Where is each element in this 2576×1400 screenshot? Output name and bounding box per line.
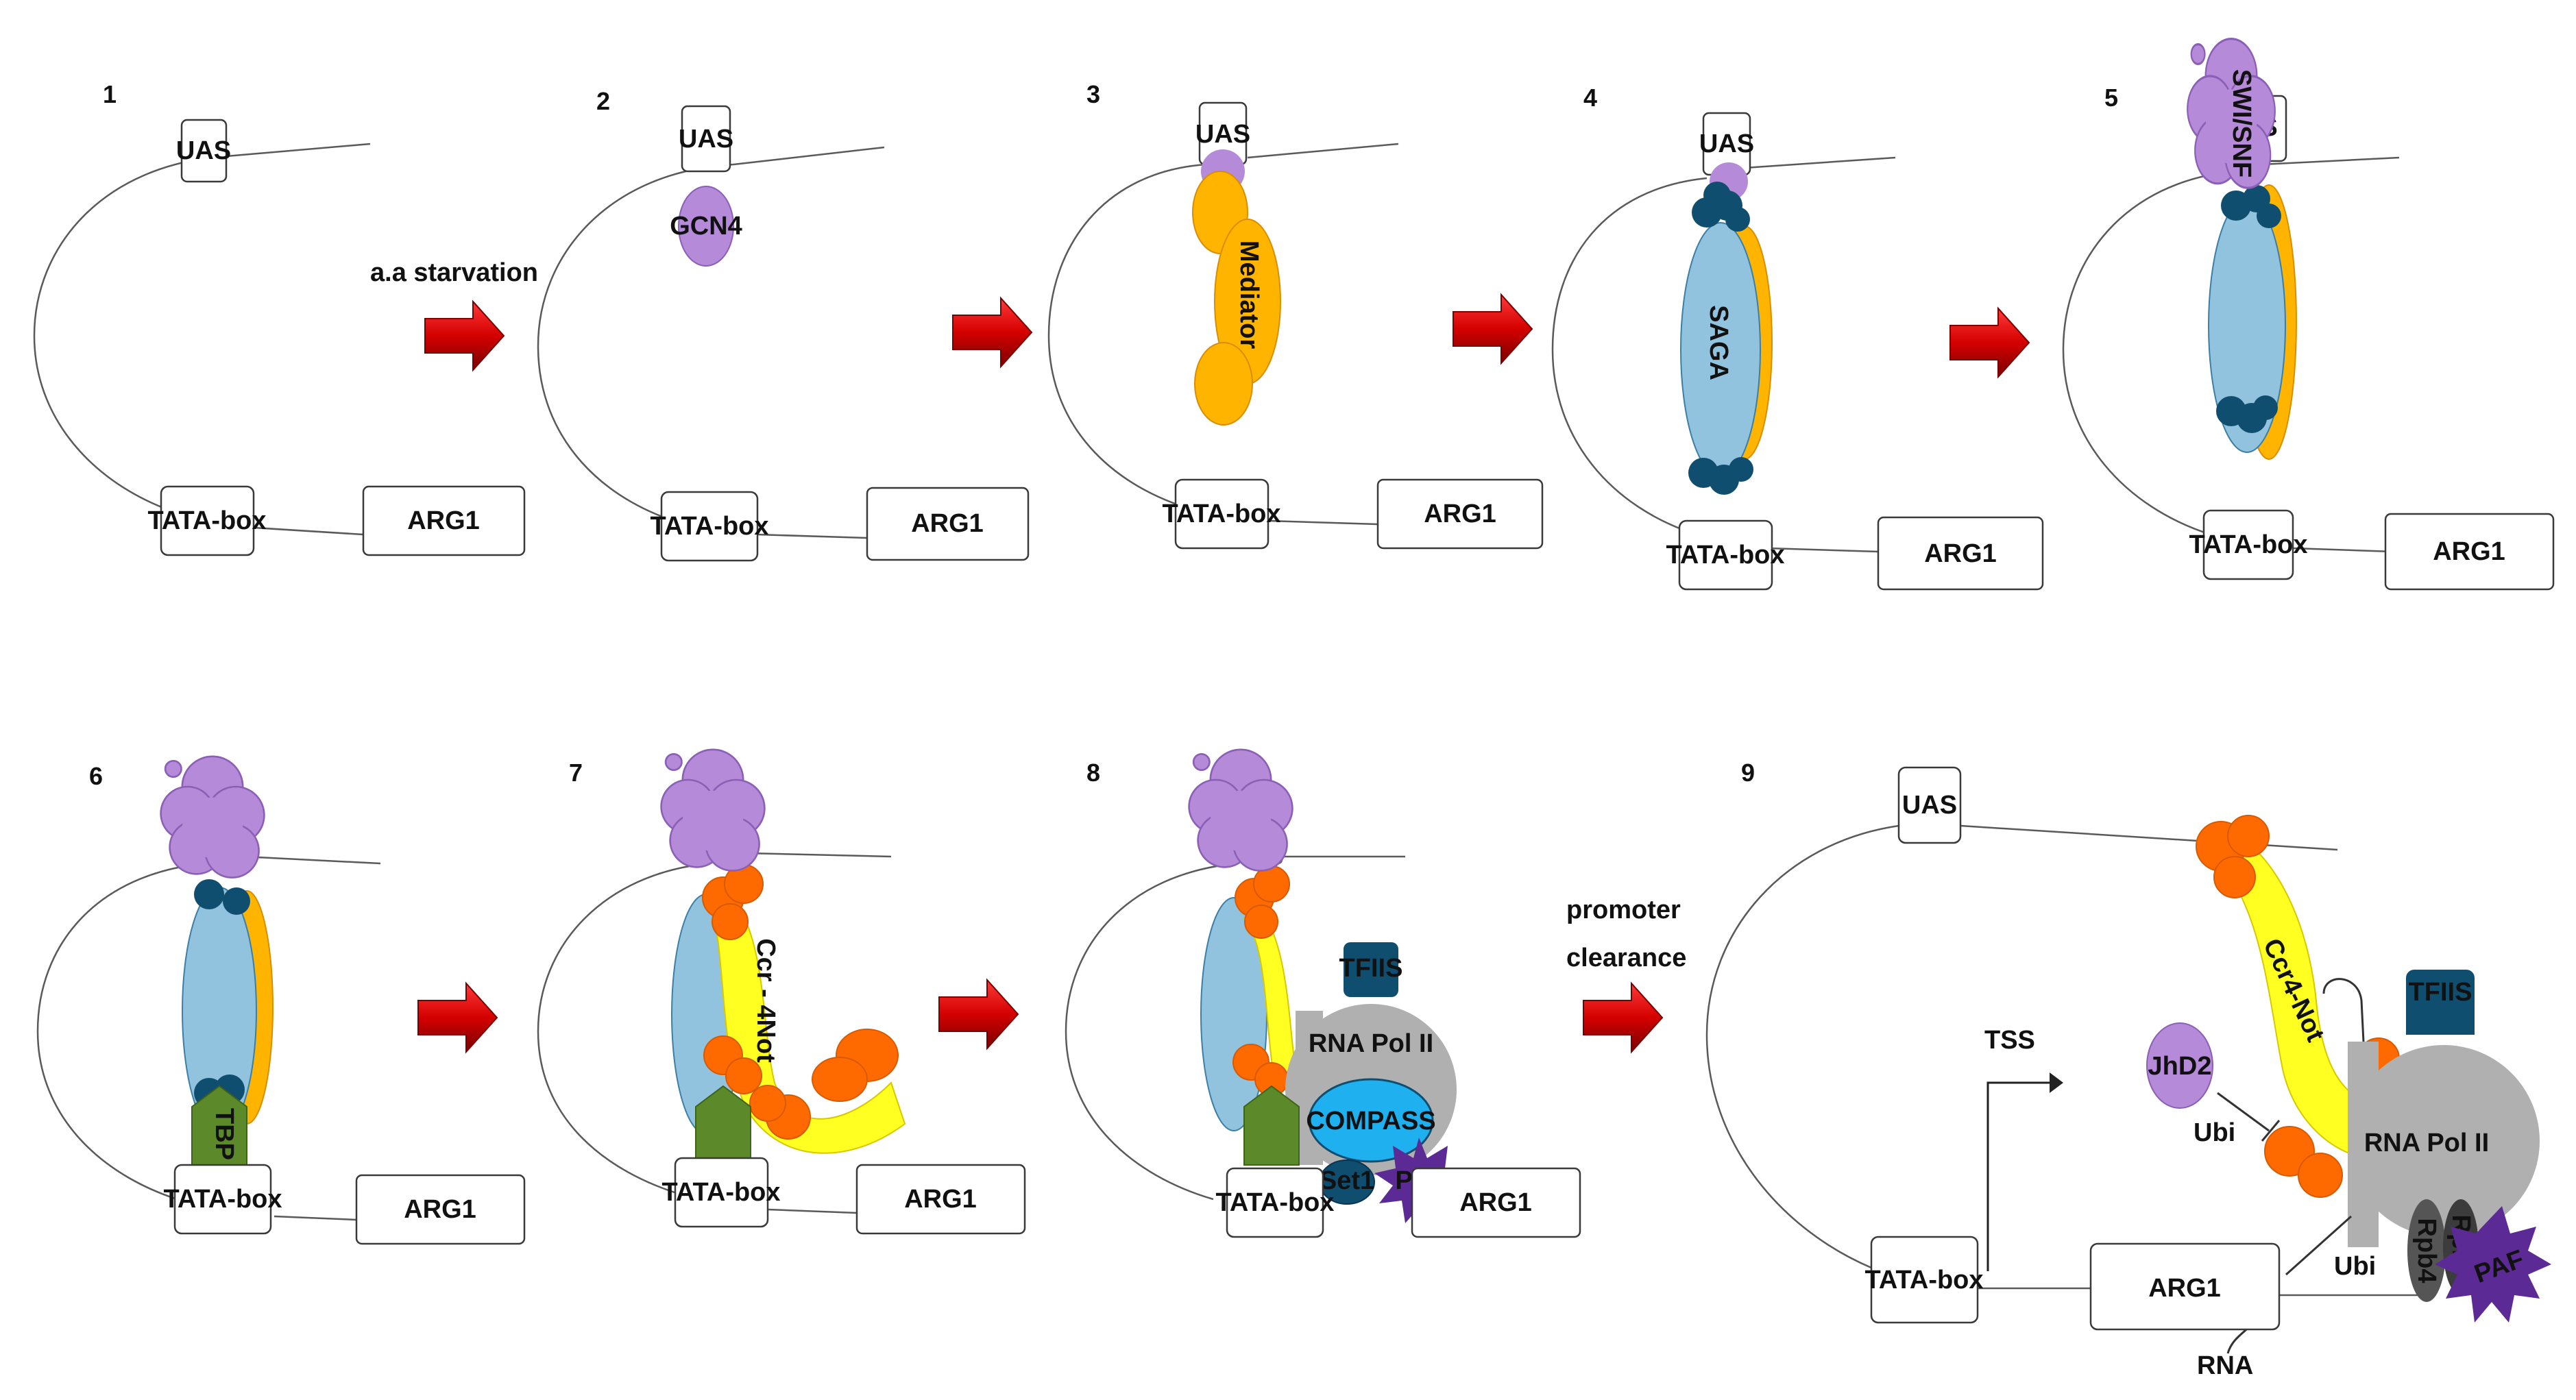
step-number: 3 bbox=[1086, 80, 1100, 108]
tfiis-label: TFIIS bbox=[2409, 978, 2472, 1007]
arg1-label: ARG1 bbox=[904, 1185, 977, 1214]
red-arrow-icon bbox=[1949, 306, 2030, 379]
uas-label: UAS bbox=[1195, 120, 1250, 149]
rpb4-subunit bbox=[2407, 1199, 2446, 1302]
panel-5: 5 S SWI/SNF TATA-box ARG1 bbox=[2062, 37, 2555, 591]
tata-box-label: TATA-box bbox=[1666, 541, 1784, 569]
step-number: 8 bbox=[1086, 759, 1100, 787]
mediator-complex: Mediator bbox=[1192, 171, 1281, 426]
tss-arrow: TSS bbox=[1984, 1026, 2063, 1271]
step-number: 7 bbox=[569, 759, 583, 787]
red-arrow-icon bbox=[424, 299, 505, 372]
arg1-label: ARG1 bbox=[2148, 1274, 2221, 1303]
panel-4: 4 UAS SAGA TATA-box ARG1 bbox=[1551, 84, 2044, 591]
ubi-label: Ubi bbox=[2194, 1118, 2235, 1147]
tfiis-factor bbox=[1344, 942, 1398, 997]
gcn4-label: GCN4 bbox=[670, 212, 742, 241]
ubi-label: Ubi bbox=[2334, 1252, 2376, 1281]
tata-box-label: TATA-box bbox=[163, 1185, 282, 1214]
tss-label: TSS bbox=[1984, 1026, 2035, 1055]
swi-snf-complex bbox=[160, 755, 265, 879]
tata-box-label: TATA-box bbox=[1215, 1188, 1334, 1217]
red-arrow-icon bbox=[952, 296, 1033, 369]
transition-arrow-1: a.a starvation bbox=[370, 258, 538, 372]
saga-subunits bbox=[1688, 182, 1753, 495]
uas-label: UAS bbox=[1902, 791, 1957, 820]
arg1-label: ARG1 bbox=[1459, 1188, 1532, 1217]
tfiis-factor bbox=[2406, 970, 2475, 1004]
step-number: 5 bbox=[2104, 84, 2118, 112]
compass-label: COMPASS bbox=[1306, 1107, 1435, 1135]
red-arrow-icon bbox=[938, 978, 1019, 1051]
jhd2-label: JhD2 bbox=[2148, 1052, 2212, 1081]
compass-complex bbox=[1308, 1078, 1434, 1163]
red-arrow-icon bbox=[1583, 981, 1664, 1054]
swi-snf-label: SWI/SNF bbox=[2227, 69, 2256, 177]
red-arrow-icon bbox=[417, 981, 498, 1054]
panel-6: 6 S TBP TATA-box ARG1 bbox=[36, 755, 526, 1245]
tbp-protein bbox=[695, 1085, 751, 1166]
panel-8: 8 S TFIIS RNA Pol II COMPASS Set1 PAF TA… bbox=[1065, 748, 1581, 1238]
saga-label: SAGA bbox=[1704, 305, 1733, 380]
step-number: 2 bbox=[596, 87, 610, 115]
tata-box-label: TATA-box bbox=[2189, 530, 2307, 559]
clearance-label: clearance bbox=[1566, 944, 1686, 972]
step-number: 6 bbox=[89, 762, 103, 790]
panel-1: 1 UAS TATA-box ARG1 bbox=[33, 80, 526, 556]
step-number: 1 bbox=[103, 80, 117, 108]
rna-pol-ii-label: RNA Pol II bbox=[2364, 1129, 2489, 1157]
tata-box-label: TATA-box bbox=[147, 506, 266, 535]
paf-complex bbox=[2435, 1206, 2551, 1323]
arg1-label: ARG1 bbox=[911, 509, 984, 538]
rna-pol-ii-label: RNA Pol II bbox=[1309, 1029, 1433, 1058]
panel-2: 2 UAS GCN4 TATA-box ARG1 bbox=[537, 87, 1030, 562]
tbp-protein: TBP bbox=[191, 1085, 247, 1169]
tata-box-label: TATA-box bbox=[1162, 500, 1280, 528]
panel-3: 3 UAS Mediator TATA-box ARG1 bbox=[1047, 80, 1544, 550]
step-number: 4 bbox=[1583, 84, 1597, 112]
set1-label: Set1 bbox=[1320, 1166, 1374, 1195]
swi-snf-complex bbox=[660, 748, 766, 872]
aa-starvation-label: a.a starvation bbox=[370, 258, 538, 287]
tfiis-label: TFIIS bbox=[1339, 954, 1403, 983]
tbp-label: TBP bbox=[210, 1108, 239, 1160]
mediator-label: Mediator bbox=[1235, 241, 1263, 349]
tata-box-label: TATA-box bbox=[650, 512, 768, 541]
tbp-protein bbox=[1243, 1085, 1300, 1166]
rna-pol-ii-complex: TFIIS RNA Pol II Rpb4 Rpb7 PAF bbox=[2322, 970, 2551, 1323]
gcn4-activator bbox=[678, 186, 734, 267]
ccr4-not-label: Ccr - 4Not bbox=[751, 938, 780, 1063]
arg1-label: ARG1 bbox=[1924, 539, 1997, 568]
panel-9: 9 UAS TSS JhD2 Ubi Ccr4-Not bbox=[1705, 759, 2551, 1380]
panel-7: 7 S Ccr - 4Not TATA-box ARG1 bbox=[537, 748, 1026, 1235]
arg1-label: ARG1 bbox=[407, 506, 480, 535]
jhd2-protein bbox=[2146, 1022, 2213, 1109]
promoter-label: promoter bbox=[1566, 896, 1681, 924]
step-number: 9 bbox=[1741, 759, 1755, 787]
uas-label: UAS bbox=[679, 125, 733, 153]
red-arrow-icon bbox=[1453, 293, 1533, 365]
arg1-label: ARG1 bbox=[2433, 537, 2505, 566]
tata-box-label: TATA-box bbox=[661, 1178, 780, 1207]
uas-label: UAS bbox=[1699, 130, 1754, 158]
transition-arrow-8: promoter clearance bbox=[1566, 896, 1686, 1054]
ccr4-not-complex: Ccr - 4Not bbox=[702, 864, 906, 1154]
uas-label: UAS bbox=[176, 136, 231, 165]
swi-snf-complex bbox=[1188, 748, 1293, 872]
tata-box-label: TATA-box bbox=[1864, 1266, 1983, 1294]
arg1-label: ARG1 bbox=[1424, 500, 1496, 528]
rpb4-label: Rpb4 bbox=[2412, 1218, 2441, 1284]
rna-label: RNA bbox=[2197, 1351, 2253, 1380]
arg1-label: ARG1 bbox=[404, 1195, 476, 1224]
